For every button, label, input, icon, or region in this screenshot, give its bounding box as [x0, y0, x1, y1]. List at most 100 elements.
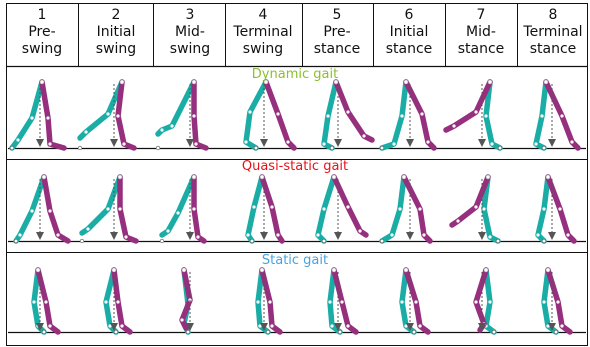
phase-name-line2: swing [242, 41, 284, 57]
fig-r1-c5-leg-teal [321, 79, 339, 151]
fig-r2-c2-leg-teal-joint [106, 207, 110, 211]
fig-r2-c7-contact [495, 238, 501, 244]
fig-r2-c3-leg-teal-joint [176, 211, 180, 215]
fig-r1-c3-contact [155, 145, 161, 151]
fig-r1-c6-contact [379, 145, 385, 151]
fig-r3-c1-leg-purple-joint [44, 300, 48, 304]
phase-name-line2: stance [313, 41, 361, 57]
fig-r3-c8-leg-purple-joint [556, 300, 560, 304]
phase-name-line1: Terminal [523, 24, 583, 40]
fig-r2-c2-com-arrow [110, 232, 118, 240]
phase-number: 1 [37, 7, 47, 23]
fig-r1-c8-leg-purple [543, 79, 581, 151]
fig-r2-c4-leg-purple [259, 174, 285, 244]
fig-r1-c7-com-arrow [478, 139, 486, 147]
phase-name-line1: Pre- [323, 24, 351, 40]
fig-r2-c8-hip [545, 174, 551, 180]
phase-name-line1: Initial [96, 24, 136, 40]
phase-name-line2: stance [385, 41, 433, 57]
phase-number: 3 [185, 7, 195, 23]
fig-r1-c2-leg-purple [115, 79, 137, 151]
fig-r1-c7-leg-purple-joint [452, 124, 456, 128]
fig-r1-c3-com-arrow [186, 139, 194, 147]
fig-r1-c1-hip [39, 79, 45, 85]
fig-r3-c7-leg-purple [473, 267, 489, 333]
fig-r2-c4-leg-purple-joint [270, 205, 274, 209]
fig-r2-c3-contact [159, 238, 165, 244]
fig-r2-c1-leg-purple [41, 174, 71, 244]
fig-r3-c2-leg-purple-joint [116, 300, 120, 304]
fig-r2-c7-hip [485, 174, 491, 180]
fig-r1-c3-leg-teal-joint [160, 128, 164, 132]
fig-r1-c4-com-arrow [260, 139, 268, 147]
phase-name-line2: swing [169, 41, 211, 57]
fig-r1-c4-leg-purple-joint [276, 112, 280, 116]
fig-r2-c5-leg-teal-joint [316, 233, 320, 237]
fig-r1-c5-leg-teal-joint [322, 142, 326, 146]
fig-r3-c4-hip [259, 267, 265, 273]
phase-name-line2: stance [529, 41, 577, 57]
fig-r3-c2-leg-teal-joint [108, 324, 112, 328]
fig-r2-c8-leg-purple-joint [566, 233, 570, 237]
fig-r2-c3-leg-teal-joint [166, 229, 170, 233]
fig-r1-c2-leg-purple-joint [122, 142, 126, 146]
fig-r3-c6-contact [411, 329, 417, 335]
fig-r2-c6-leg-teal [379, 174, 407, 244]
fig-r3-c8-leg-teal-joint [542, 300, 546, 304]
fig-r1-c4-leg-teal-joint [248, 110, 252, 114]
fig-r1-c5-leg-teal-joint [326, 114, 330, 118]
fig-r3-c5-leg-teal-joint [330, 324, 334, 328]
fig-r1-c2-leg-teal-joint [84, 130, 88, 134]
fig-r1-c7-hip [487, 79, 493, 85]
fig-r3-c6-hip [403, 267, 409, 273]
fig-r1-c7-leg-teal-joint [490, 142, 494, 146]
fig-r2-c3-leg-teal [159, 174, 197, 238]
fig-r2-c6-com-arrow [406, 232, 414, 240]
phase-name-line1: Terminal [233, 24, 293, 40]
fig-r1-c1-leg-purple-joint [46, 116, 50, 120]
fig-r1-c4-hip [263, 79, 269, 85]
fig-r3-c6-leg-purple-joint [414, 300, 418, 304]
fig-r2-c1-leg-teal [13, 174, 47, 244]
fig-r1-c5-contact [329, 145, 335, 151]
fig-r2-c6-leg-purple-joint [422, 233, 426, 237]
fig-r3-c5-leg-teal-joint [328, 300, 332, 304]
fig-r3-c6-leg-purple-joint [418, 324, 422, 328]
fig-r1-c5-leg-purple [333, 79, 375, 143]
fig-r2-c3-com-arrow [186, 232, 194, 240]
fig-r1-c8-leg-teal-joint [540, 114, 544, 118]
fig-r1-c6-com-arrow [406, 139, 414, 147]
col-header-3: 3 Mid- swing [154, 3, 226, 65]
fig-r1-c8-leg-purple-joint [570, 140, 574, 144]
col-header-4: 4 Terminal swing [225, 3, 301, 65]
fig-r2-c5-contact [321, 238, 327, 244]
phase-name-line2: stance [457, 41, 505, 57]
fig-r3-c5-contact [337, 329, 343, 335]
fig-r2-c1-com-arrow [36, 232, 44, 240]
fig-r2-c3-leg-purple [191, 174, 207, 244]
fig-r3-c6-com-arrow [406, 323, 414, 331]
fig-r2-c3-leg-purple-joint [192, 207, 196, 211]
fig-r1-c3-leg-purple [191, 79, 209, 151]
fig-r2-c2-leg-purple-joint [118, 207, 122, 211]
fig-r1-c1-leg-teal-joint [16, 138, 20, 142]
fig-r1-c8-leg-purple-joint [560, 114, 564, 118]
fig-r1-c2-leg-purple-joint [116, 114, 120, 118]
fig-r2-c5-leg-teal [315, 174, 337, 244]
fig-r2-c8-leg-purple [545, 174, 577, 244]
fig-r2-c2-leg-purple-joint [124, 235, 128, 239]
fig-r3-c8-hip [545, 267, 551, 273]
phase-name-line1: Mid- [175, 24, 205, 40]
fig-r2-c6-leg-purple-joint [418, 207, 422, 211]
fig-r1-c3-leg-teal-joint [170, 124, 174, 128]
phase-number: 2 [111, 7, 121, 23]
fig-r2-c4-leg-purple-joint [276, 233, 280, 237]
fig-r1-c1-com-arrow [36, 139, 44, 147]
fig-r3-c2-com-arrow [110, 323, 118, 331]
fig-r3-c4-com-arrow [260, 323, 268, 331]
fig-r3-c7-contact [491, 329, 497, 335]
fig-r2-c1-leg-purple-joint [56, 233, 60, 237]
fig-r1-c6-leg-teal-joint [392, 142, 396, 146]
fig-r1-c5-hip [333, 79, 339, 85]
figure-border [6, 3, 588, 346]
